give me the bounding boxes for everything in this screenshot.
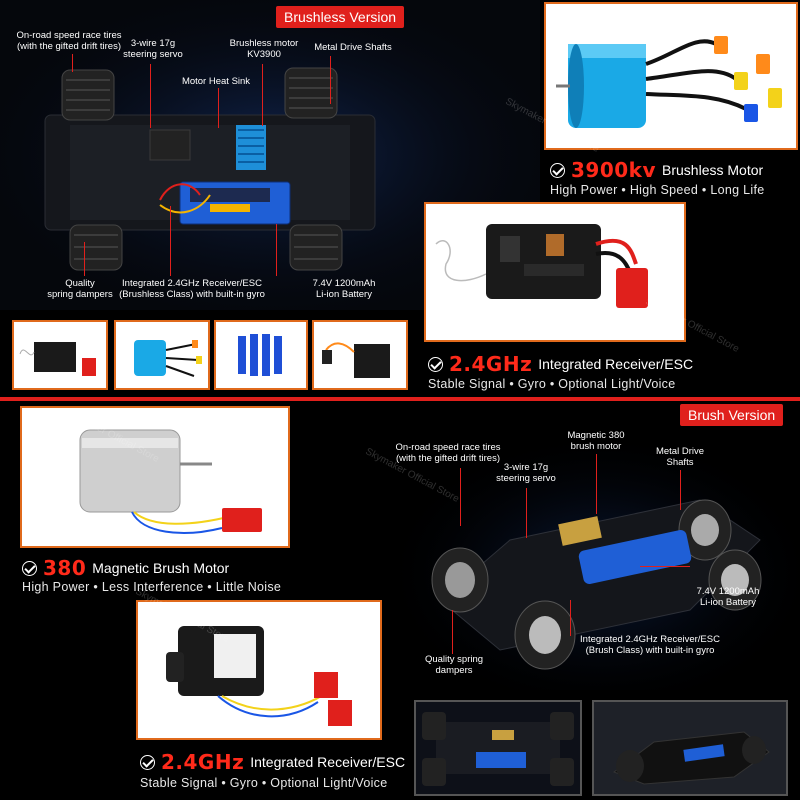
annotation-heatsink: Motor Heat Sink xyxy=(181,76,251,87)
leader-line xyxy=(150,64,151,128)
brush-annotation-dampers: Quality spring dampers xyxy=(424,654,484,676)
leader-line xyxy=(170,206,171,276)
brush-motor-photo xyxy=(20,406,290,548)
brush-annotation-shafts: Metal Drive Shafts xyxy=(655,446,705,468)
brush-esc-subtitle: Stable Signal • Gyro • Optional Light/Vo… xyxy=(140,776,388,790)
leader-line xyxy=(262,64,263,126)
annotation-shafts: Metal Drive Shafts xyxy=(314,42,392,53)
leader-line xyxy=(680,470,681,510)
brush-annotation-battery: 7.4V 1200mAh Li-ion Battery xyxy=(696,586,760,608)
thumbnail-receiver xyxy=(12,320,108,390)
brush-esc-caption-title: Integrated Receiver/ESC xyxy=(250,754,406,770)
leader-line xyxy=(218,88,219,128)
thumbnail-chassis-top xyxy=(414,700,582,796)
esc-caption-title: Integrated Receiver/ESC xyxy=(538,356,694,372)
brush-motor-highlight: 380 xyxy=(43,556,87,580)
leader-line xyxy=(596,454,597,514)
check-circle-icon xyxy=(550,162,565,178)
annotation-dampers: Quality spring dampers xyxy=(47,278,113,300)
leader-line xyxy=(460,468,461,526)
brushless-motor-photo xyxy=(544,2,798,150)
brush-annotation-motor: Magnetic 380 brush motor xyxy=(567,430,625,452)
brush-annotation-servo: 3-wire 17g steering servo xyxy=(496,462,556,484)
brushless-motor-caption: 3900kv Brushless Motor xyxy=(550,158,763,182)
brush-motor-subtitle: High Power • Less Interference • Little … xyxy=(22,580,282,594)
esc-frequency-highlight: 2.4GHz xyxy=(449,352,533,376)
brushless-esc-subtitle: Stable Signal • Gyro • Optional Light/Vo… xyxy=(428,377,676,391)
leader-line xyxy=(570,600,571,636)
brushless-version-badge: Brushless Version xyxy=(276,6,405,28)
brush-annotation-receiver: Integrated 2.4GHz Receiver/ESC (Brush Cl… xyxy=(580,634,720,656)
brush-esc-highlight: 2.4GHz xyxy=(161,750,245,774)
brush-esc-caption: 2.4GHz Integrated Receiver/ESC xyxy=(140,750,405,774)
annotation-motor: Brushless motor KV3900 xyxy=(229,38,299,60)
brush-esc-photo xyxy=(136,600,382,740)
check-circle-icon xyxy=(428,356,443,372)
brushless-esc-photo xyxy=(424,202,686,342)
thumbnail-heat-sink xyxy=(214,320,308,390)
annotation-tires: On-road speed race tires (with the gifte… xyxy=(16,30,122,52)
brush-motor-caption: 380 Magnetic Brush Motor xyxy=(22,556,229,580)
check-circle-icon xyxy=(22,560,37,576)
brush-chassis-image xyxy=(400,430,800,690)
thumbnail-chassis-angle xyxy=(592,700,788,796)
leader-line xyxy=(526,488,527,538)
leader-line xyxy=(640,566,690,567)
brush-annotation-tires: On-road speed race tires (with the gifte… xyxy=(395,442,501,464)
brushless-esc-caption: 2.4GHz Integrated Receiver/ESC xyxy=(428,352,693,376)
leader-line xyxy=(276,224,277,276)
annotation-receiver: Integrated 2.4GHz Receiver/ESC (Brushles… xyxy=(119,278,265,300)
annotation-servo: 3-wire 17g steering servo xyxy=(123,38,183,60)
thumbnail-servo xyxy=(312,320,408,390)
check-circle-icon xyxy=(140,754,155,770)
annotation-battery: 7.4V 1200mAh Li-ion Battery xyxy=(312,278,376,300)
motor-kv-highlight: 3900kv xyxy=(571,158,657,182)
motor-caption-title: Brushless Motor xyxy=(662,162,764,178)
brushless-motor-subtitle: High Power • High Speed • Long Life xyxy=(550,183,765,197)
leader-line xyxy=(84,242,85,276)
leader-line xyxy=(330,56,331,104)
leader-line xyxy=(72,54,73,72)
leader-line xyxy=(452,610,453,654)
section-divider xyxy=(0,397,800,401)
thumbnail-brushless-motor xyxy=(114,320,210,390)
brush-motor-caption-title: Magnetic Brush Motor xyxy=(92,560,230,576)
brush-version-badge: Brush Version xyxy=(680,404,784,426)
brushless-chassis-image xyxy=(0,0,540,310)
